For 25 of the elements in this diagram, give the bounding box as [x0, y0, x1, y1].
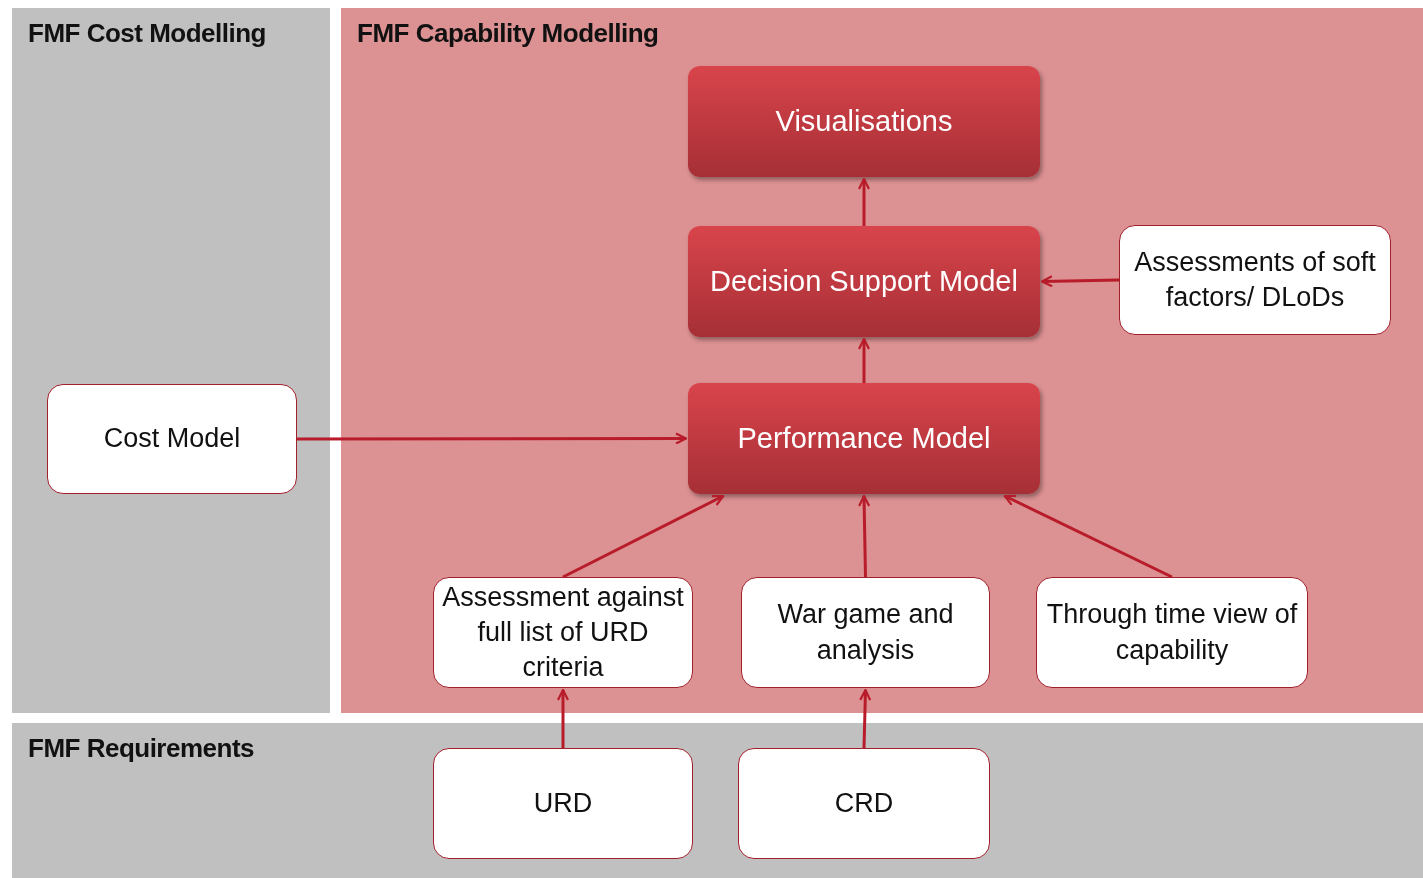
input-box: Cost Model: [47, 384, 297, 494]
input-box: CRD: [738, 748, 990, 859]
swimlane-band: [341, 8, 1423, 713]
model-box: Decision Support Model: [688, 226, 1040, 337]
arrow: [857, 337, 871, 383]
input-box: War game and analysis: [741, 577, 990, 688]
model-box: Performance Model: [688, 383, 1040, 494]
model-box: Visualisations: [688, 66, 1040, 177]
band-heading: FMF Cost Modelling: [28, 18, 266, 49]
arrow: [562, 494, 725, 579]
swimlane-band: [12, 8, 330, 713]
input-box: Through time view of capability: [1036, 577, 1308, 688]
band-heading: FMF Requirements: [28, 733, 255, 764]
arrow: [857, 177, 871, 226]
input-box: Assessments of soft factors/ DLoDs: [1119, 225, 1391, 335]
input-box: URD: [433, 748, 693, 859]
input-box: Assessment against full list of URD criteria: [433, 577, 693, 688]
arrow: [858, 494, 871, 578]
arrow: [859, 688, 872, 749]
arrow: [1003, 494, 1173, 579]
swimlane-band: [12, 723, 1423, 878]
band-heading: FMF Capability Modelling: [357, 18, 659, 49]
arrow: [297, 432, 688, 445]
arrow: [556, 688, 570, 748]
arrow: [1040, 275, 1120, 288]
